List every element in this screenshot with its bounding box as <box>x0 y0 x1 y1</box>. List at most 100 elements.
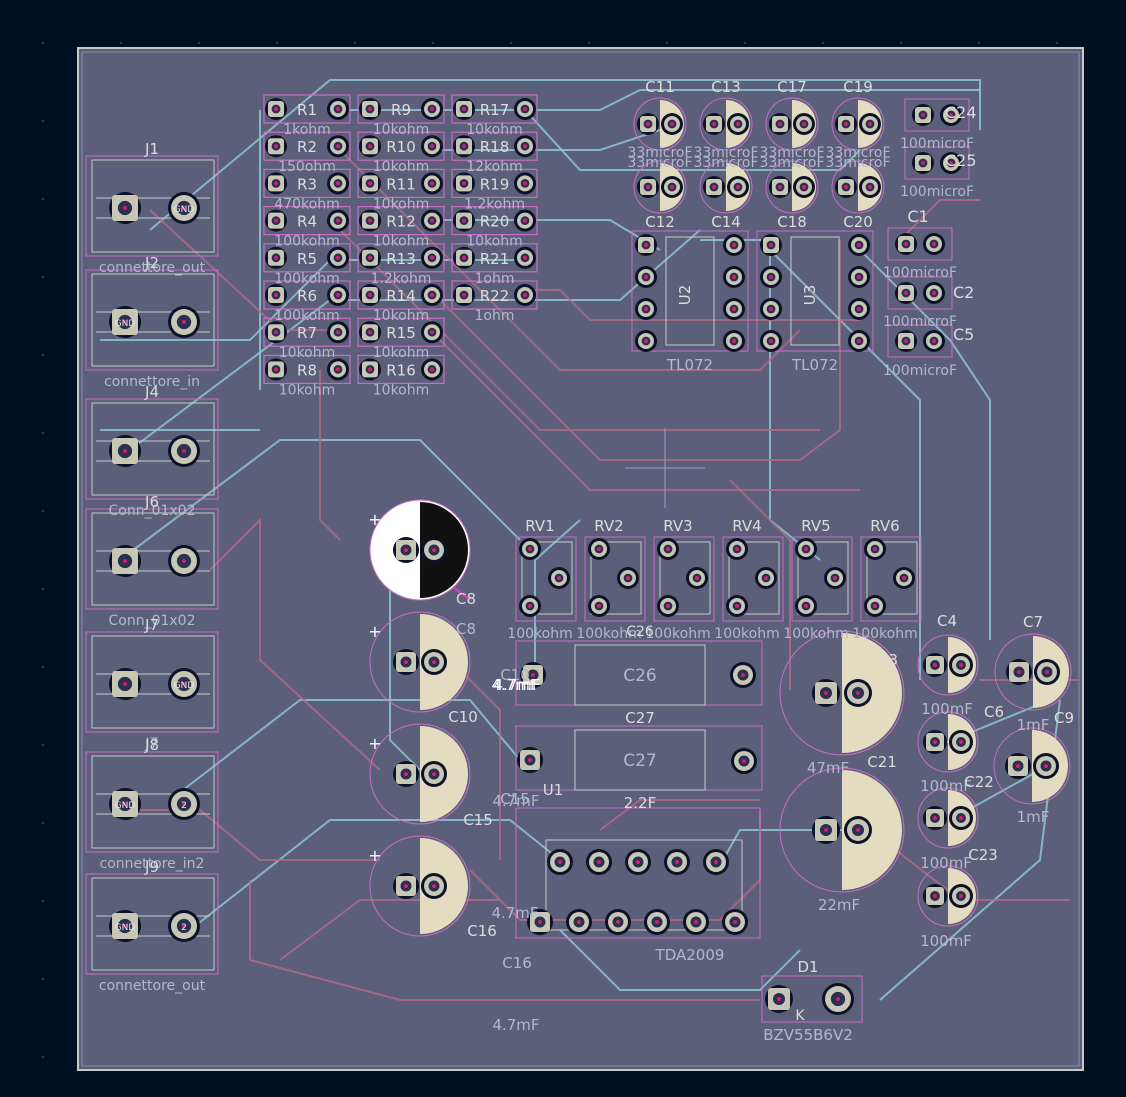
cap-pad-2[interactable] <box>844 679 872 707</box>
capacitor-c8[interactable] <box>369 499 471 601</box>
connector-j4[interactable] <box>85 398 219 500</box>
ic-pin[interactable] <box>760 298 782 320</box>
resistor-r8[interactable] <box>263 354 351 384</box>
cap-pad-2[interactable] <box>731 748 757 774</box>
resistor-r14[interactable] <box>357 280 445 310</box>
pot-rv1[interactable] <box>515 536 577 622</box>
capacitor-c10[interactable] <box>369 611 471 713</box>
cap-pad-2[interactable] <box>730 662 756 688</box>
resistor-pad-1[interactable] <box>265 209 287 232</box>
cap-pad-1[interactable] <box>923 653 947 677</box>
resistor-pad-2[interactable] <box>514 172 536 195</box>
connector-pad-2[interactable] <box>168 192 200 224</box>
resistor-pad-2[interactable] <box>327 209 349 232</box>
resistor-pad-1[interactable] <box>359 321 381 344</box>
capacitor-c2[interactable] <box>887 276 953 310</box>
capacitor-c26[interactable] <box>515 640 763 706</box>
capacitor-c27[interactable] <box>515 725 763 791</box>
connector-pad-1[interactable] <box>109 910 141 942</box>
diode-d1[interactable] <box>761 975 863 1023</box>
ic-u3[interactable] <box>756 230 874 352</box>
cap-pad-1[interactable] <box>923 730 947 754</box>
connector-pad-1[interactable] <box>109 306 141 338</box>
ic-pin[interactable] <box>760 266 782 288</box>
ic-pin[interactable] <box>722 909 748 935</box>
cap-pad-2[interactable] <box>859 113 881 135</box>
connector-pad-1[interactable] <box>109 192 141 224</box>
connector-j1[interactable] <box>85 155 219 257</box>
cap-pad-2[interactable] <box>923 233 945 255</box>
resistor-r1[interactable] <box>263 94 351 124</box>
capacitor-c25[interactable] <box>904 146 970 180</box>
resistor-pad-1[interactable] <box>265 321 287 344</box>
resistor-pad-1[interactable] <box>453 209 475 232</box>
resistor-pad-2[interactable] <box>327 321 349 344</box>
pot-pin[interactable] <box>588 538 610 560</box>
capacitor-c6[interactable] <box>917 711 979 773</box>
ic-pin[interactable] <box>635 298 657 320</box>
pot-pin[interactable] <box>657 595 679 617</box>
cap-pad-2[interactable] <box>421 537 447 563</box>
ic-pin[interactable] <box>625 849 651 875</box>
pot-pin[interactable] <box>588 595 610 617</box>
resistor-r4[interactable] <box>263 206 351 236</box>
capacitor-c11[interactable] <box>633 97 687 151</box>
pot-pin[interactable] <box>755 567 777 589</box>
resistor-r7[interactable] <box>263 317 351 347</box>
cap-pad-2[interactable] <box>923 330 945 352</box>
capacitor-c19[interactable] <box>831 97 885 151</box>
resistor-pad-1[interactable] <box>453 172 475 195</box>
resistor-pad-2[interactable] <box>327 98 349 120</box>
ic-pin[interactable] <box>723 298 745 320</box>
ic-u1[interactable] <box>515 807 761 939</box>
cap-pad-2[interactable] <box>940 104 962 126</box>
cap-pad-1[interactable] <box>393 761 419 787</box>
ic-pin[interactable] <box>644 909 670 935</box>
pot-rv3[interactable] <box>653 536 715 622</box>
cap-pad-1[interactable] <box>1005 753 1031 779</box>
resistor-r2[interactable] <box>263 131 351 161</box>
cap-pad-1[interactable] <box>393 537 419 563</box>
cap-pad-2[interactable] <box>727 176 749 198</box>
pot-pin[interactable] <box>519 595 541 617</box>
resistor-pad-2[interactable] <box>514 98 536 120</box>
cap-pad-1[interactable] <box>895 282 917 304</box>
resistor-pad-1[interactable] <box>265 284 287 306</box>
cap-pad-1[interactable] <box>835 113 857 135</box>
cap-pad-1[interactable] <box>393 649 419 675</box>
ic-pin[interactable] <box>848 330 870 352</box>
cap-pad-1[interactable] <box>912 152 934 174</box>
resistor-r17[interactable] <box>451 94 538 124</box>
capacitor-c23[interactable] <box>917 865 979 927</box>
cap-pad-1[interactable] <box>703 176 725 198</box>
capacitor-c20[interactable] <box>831 160 885 214</box>
ic-pin[interactable] <box>760 234 782 256</box>
capacitor-c1[interactable] <box>887 227 953 261</box>
ic-pin[interactable] <box>760 330 782 352</box>
pot-pin[interactable] <box>893 567 915 589</box>
capacitor-c15[interactable] <box>369 723 471 825</box>
resistor-pad-2[interactable] <box>421 98 443 120</box>
cap-pad-2[interactable] <box>421 649 447 675</box>
ic-pin[interactable] <box>848 234 870 256</box>
cap-pad-2[interactable] <box>949 653 973 677</box>
pot-pin[interactable] <box>617 567 639 589</box>
resistor-pad-1[interactable] <box>453 284 475 306</box>
cap-pad-2[interactable] <box>1033 753 1059 779</box>
cap-pad-2[interactable] <box>421 761 447 787</box>
resistor-pad-2[interactable] <box>327 358 349 381</box>
cap-pad-2[interactable] <box>793 176 815 198</box>
cap-pad-2[interactable] <box>949 730 973 754</box>
ic-pin[interactable] <box>723 266 745 288</box>
pot-rv2[interactable] <box>584 536 646 622</box>
ic-pin[interactable] <box>723 234 745 256</box>
pot-pin[interactable] <box>726 538 748 560</box>
pot-pin[interactable] <box>824 567 846 589</box>
cap-pad-1[interactable] <box>1006 659 1032 685</box>
connector-pad-1[interactable] <box>109 668 141 700</box>
resistor-pad-2[interactable] <box>327 135 349 158</box>
resistor-r15[interactable] <box>357 317 445 347</box>
pot-rv5[interactable] <box>791 536 853 622</box>
pot-pin[interactable] <box>548 567 570 589</box>
